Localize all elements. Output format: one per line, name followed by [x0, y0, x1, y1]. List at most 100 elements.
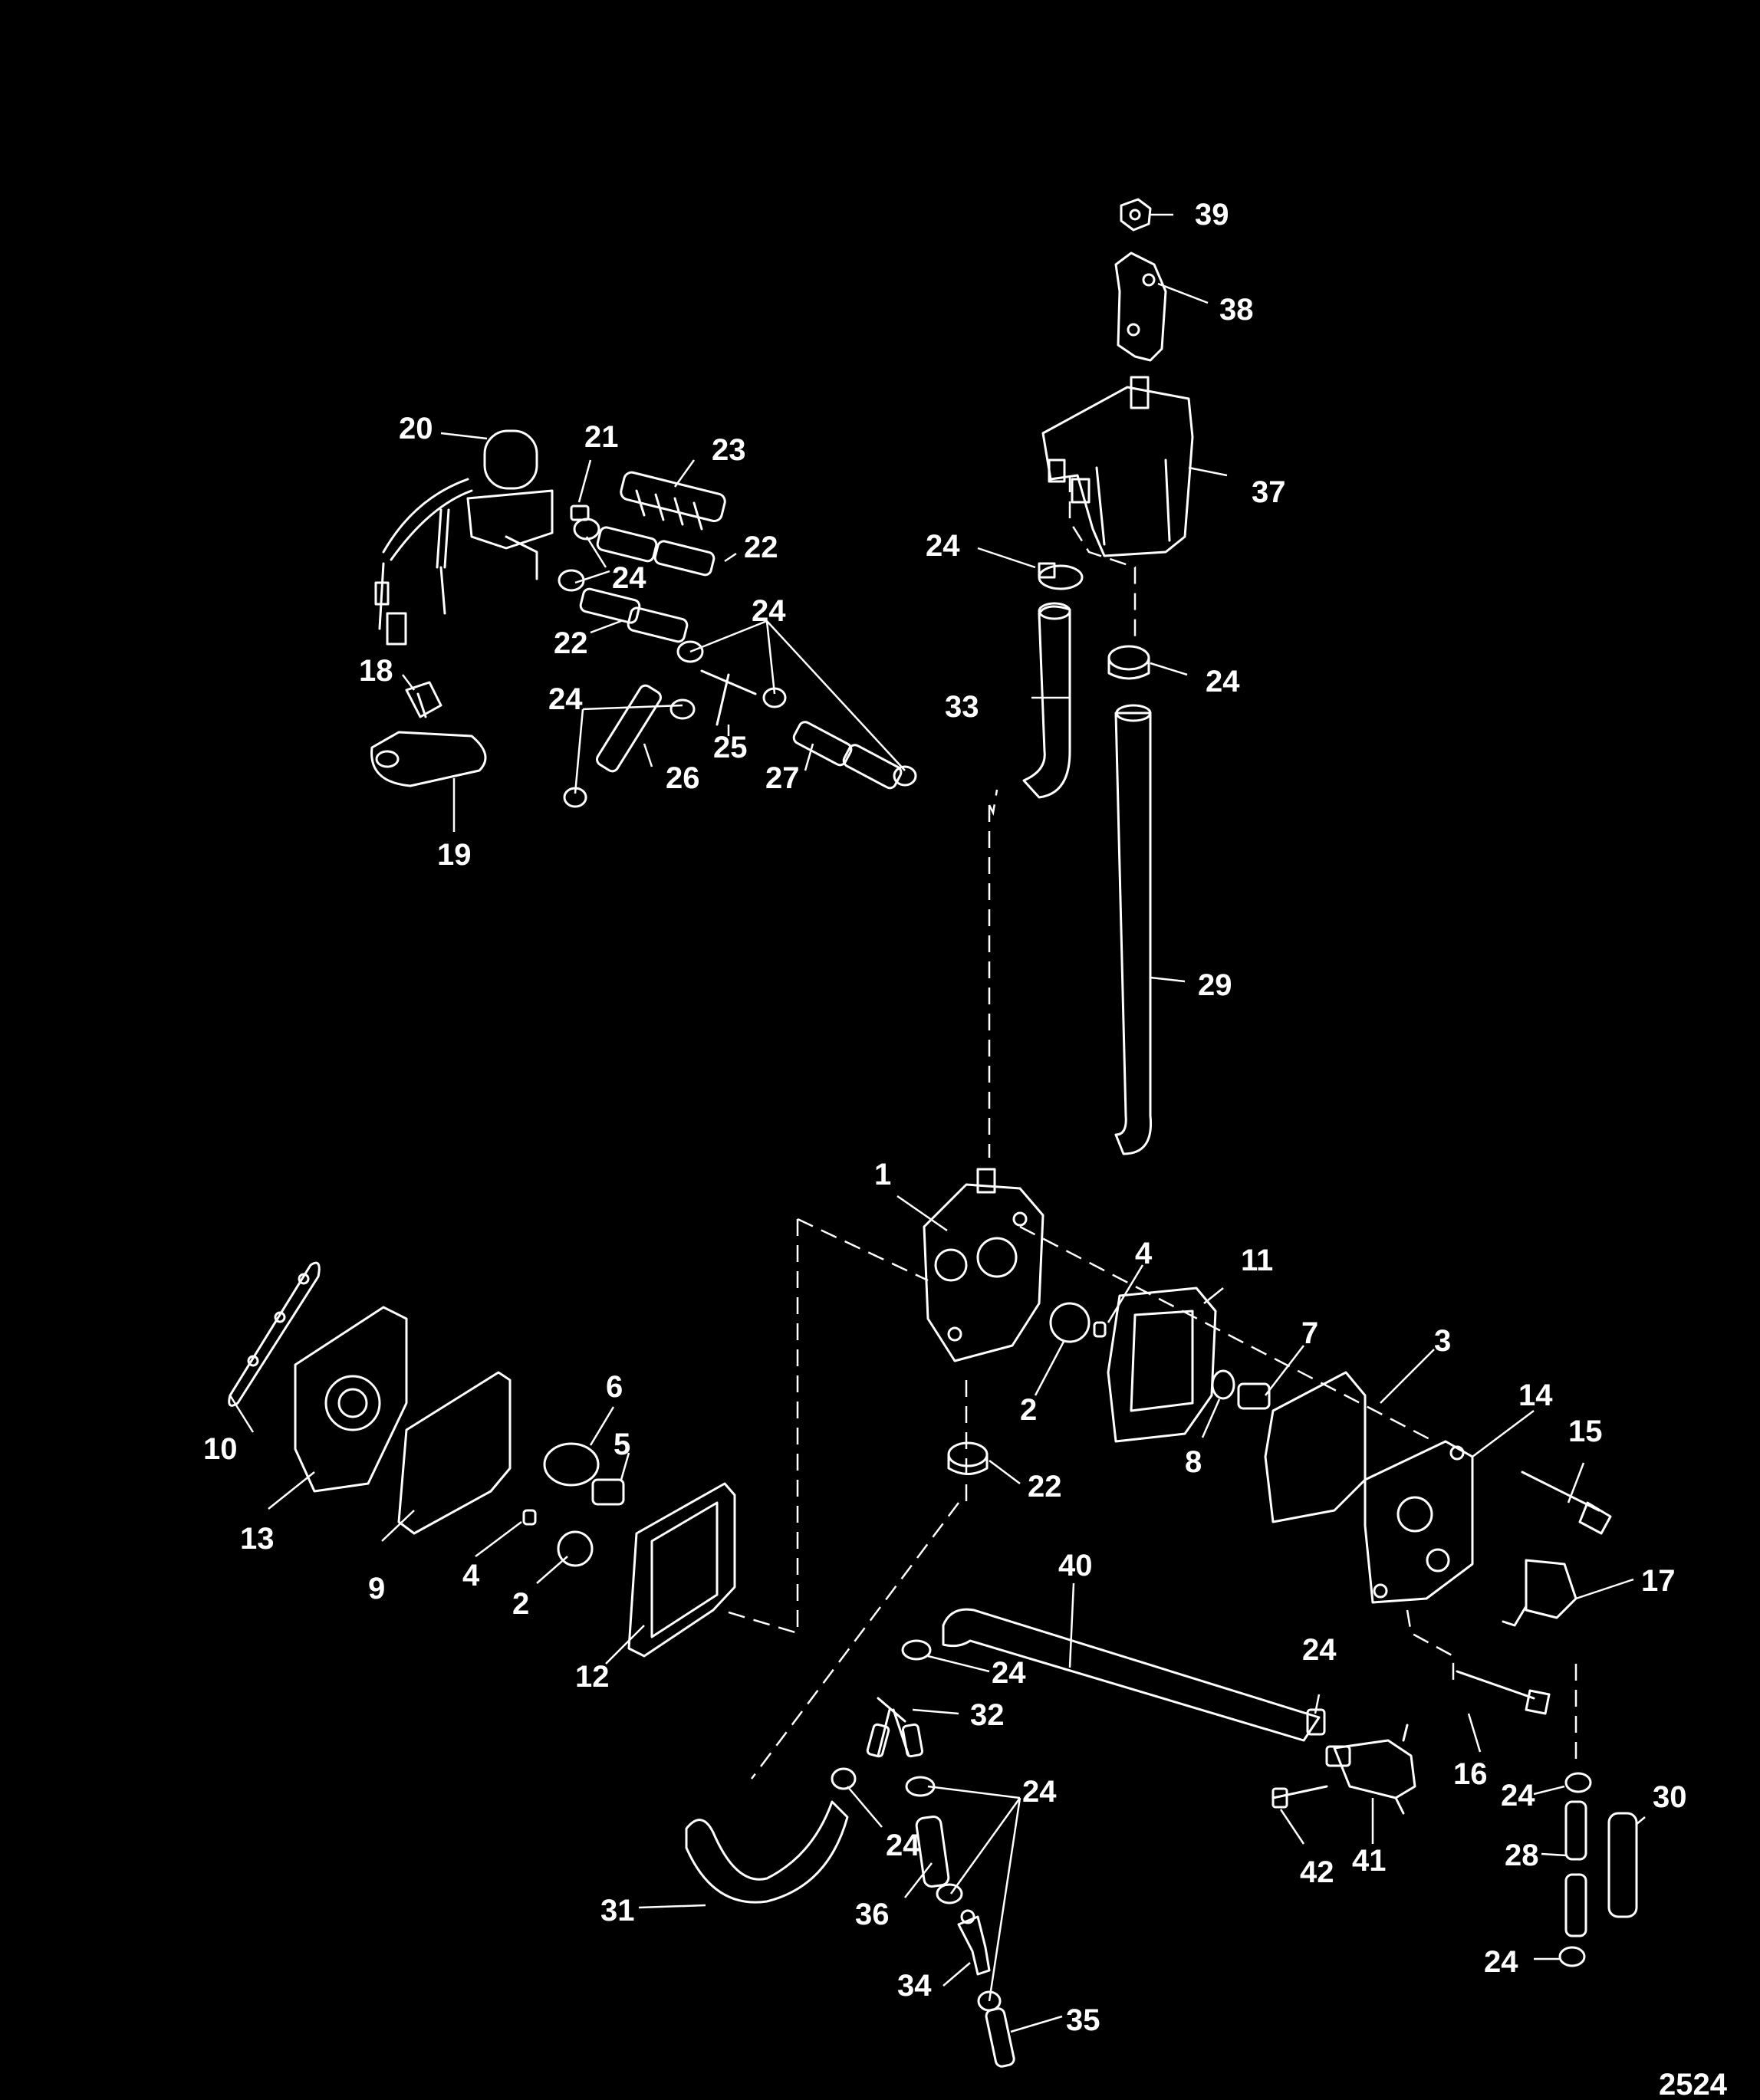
- callout-24-b: 24: [1206, 665, 1240, 698]
- callout-19: 19: [437, 838, 472, 872]
- part-19-clamp: [370, 731, 487, 787]
- callout-17: 17: [1641, 1564, 1676, 1598]
- part-11-gasket: [1107, 1287, 1217, 1443]
- part-33-hose: [1022, 602, 1071, 799]
- callout-1: 1: [874, 1158, 891, 1191]
- part-5-spring: [591, 1478, 625, 1506]
- callout-22-b: 22: [554, 626, 588, 660]
- callout-13: 13: [240, 1522, 275, 1556]
- part-18-bolt: [405, 681, 442, 718]
- part-22-clamp-lower: [947, 1441, 989, 1475]
- part-2-disc-left: [557, 1530, 594, 1567]
- callout-22-a: 22: [744, 531, 778, 564]
- part-40-hose: [942, 1608, 1321, 1742]
- callout-42: 42: [1300, 1855, 1334, 1889]
- part-24-clamp-40: [901, 1639, 932, 1661]
- part-27-hose: [792, 721, 917, 790]
- leader-lines: [229, 213, 1646, 2033]
- callout-36: 36: [855, 1898, 890, 1931]
- part-25-tee: [700, 669, 757, 726]
- assembly-lines: [720, 475, 1577, 1780]
- part-7-spring: [1237, 1382, 1271, 1410]
- part-4-check-valve: [1093, 1321, 1107, 1338]
- callout-30: 30: [1653, 1780, 1687, 1814]
- part-24-clamp-upper-left: [1038, 562, 1084, 590]
- callout-24-j: 24: [1022, 1775, 1057, 1809]
- part-42-screw: [1271, 1785, 1328, 1809]
- part-12-gasket: [627, 1482, 736, 1658]
- callout-24-k: 24: [1484, 1945, 1518, 1979]
- callout-10: 10: [203, 1432, 238, 1466]
- callout-24-g: 24: [1302, 1633, 1337, 1667]
- callout-23: 23: [712, 433, 746, 467]
- part-16-screw: [1456, 1670, 1551, 1715]
- callout-24-e: 24: [548, 682, 583, 716]
- part-1-pump-body: [923, 1168, 1044, 1362]
- part-31-hose: [685, 1800, 849, 1904]
- callout-24-d: 24: [752, 594, 786, 628]
- callout-41: 41: [1352, 1844, 1387, 1878]
- part-20-solenoid: [374, 429, 554, 646]
- callout-31: 31: [600, 1894, 635, 1927]
- callout-2-b: 2: [512, 1587, 529, 1621]
- part-32-tee: [866, 1697, 924, 1758]
- callout-9: 9: [368, 1572, 385, 1605]
- callout-5: 5: [614, 1428, 630, 1461]
- callout-28: 28: [1505, 1839, 1539, 1872]
- callout-24-f: 24: [992, 1656, 1026, 1690]
- part-15-screw: [1521, 1471, 1612, 1535]
- part-10-gasket-strip: [228, 1261, 321, 1407]
- callout-16: 16: [1453, 1757, 1488, 1791]
- callout-27: 27: [765, 761, 800, 795]
- callout-24-a: 24: [926, 529, 960, 563]
- figure-id: 2524: [1659, 2068, 1728, 2100]
- callout-24-c: 24: [612, 561, 646, 595]
- callout-40: 40: [1058, 1549, 1093, 1582]
- part-41-valve: [1325, 1724, 1416, 1815]
- callout-37: 37: [1252, 475, 1286, 509]
- part-37-fuel-filter: [1041, 376, 1194, 557]
- part-3-diaphragm: [1264, 1371, 1367, 1523]
- part-24-clamp-upper-right: [1107, 645, 1150, 680]
- part-22-hose-middle: [579, 587, 689, 643]
- callout-21: 21: [584, 420, 619, 454]
- callout-14: 14: [1518, 1379, 1553, 1412]
- callout-4-b: 4: [462, 1559, 480, 1592]
- part-39-nut: [1120, 198, 1152, 232]
- part-29-hose: [1114, 704, 1153, 1155]
- callout-39: 39: [1195, 198, 1229, 232]
- part-14-pump-cover: [1364, 1440, 1474, 1604]
- part-24-clamps-right-column: [1558, 1772, 1592, 1967]
- part-2-diaphragm-disc: [1049, 1302, 1091, 1343]
- part-35-hose: [985, 2007, 1015, 2068]
- part-36-hose: [915, 1816, 950, 1888]
- callout-38: 38: [1219, 293, 1254, 327]
- callout-2-a: 2: [1020, 1393, 1037, 1427]
- callout-11: 11: [1241, 1244, 1273, 1277]
- callout-24-i: 24: [1501, 1779, 1535, 1812]
- callout-22-c: 22: [1028, 1470, 1062, 1504]
- callout-35: 35: [1066, 2003, 1100, 2037]
- part-24-clamps-middle: [669, 640, 787, 720]
- callout-4-a: 4: [1135, 1237, 1153, 1270]
- callout-7: 7: [1301, 1316, 1318, 1350]
- callout-25: 25: [713, 731, 748, 764]
- part-13-housing: [294, 1306, 408, 1493]
- callout-8: 8: [1185, 1445, 1202, 1479]
- callout-18: 18: [359, 654, 393, 688]
- part-8-washer: [1211, 1369, 1235, 1400]
- part-30-hose: [1607, 1812, 1638, 1918]
- callout-24-h: 24: [886, 1829, 920, 1862]
- callout-20: 20: [399, 412, 433, 445]
- part-28-hose: [1564, 1800, 1587, 1937]
- part-38-bracket: [1114, 251, 1167, 362]
- callout-34: 34: [897, 1969, 932, 2003]
- callout-26: 26: [666, 761, 700, 795]
- callout-33: 33: [945, 690, 979, 724]
- part-4-check-valve-left: [522, 1509, 537, 1526]
- callout-32: 32: [970, 1698, 1005, 1732]
- part-17-fitting: [1502, 1559, 1577, 1627]
- callout-6: 6: [606, 1370, 623, 1404]
- callout-15: 15: [1568, 1415, 1603, 1448]
